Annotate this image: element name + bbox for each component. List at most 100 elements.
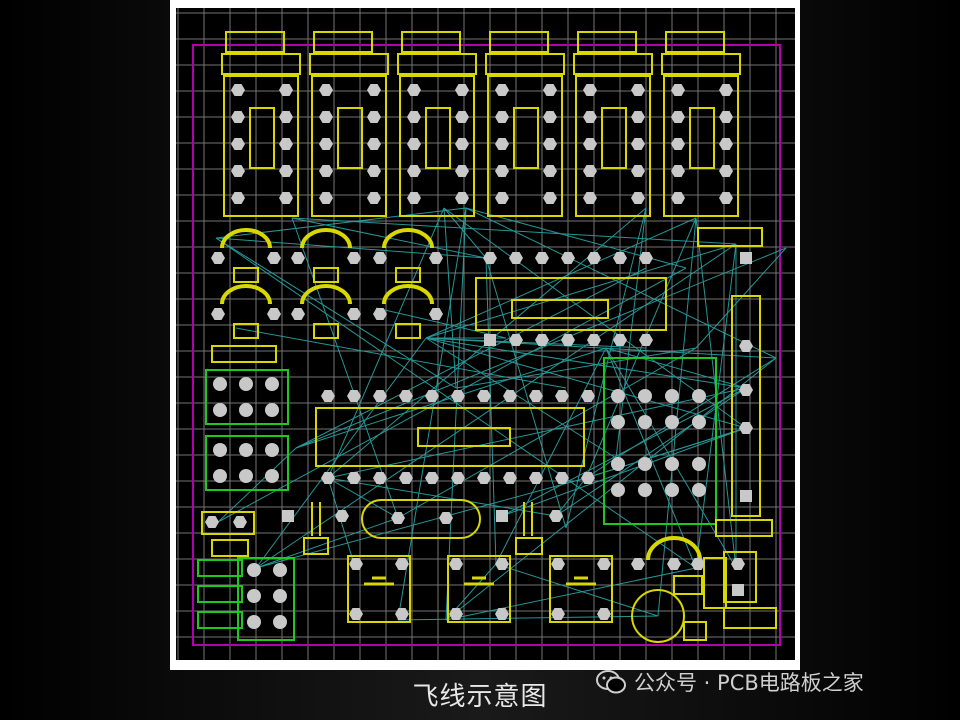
pad: [719, 138, 733, 150]
pad: [719, 192, 733, 204]
connector-header: [225, 31, 285, 53]
crystal-outline: [361, 499, 481, 539]
pad: [477, 472, 491, 484]
led-body: [313, 267, 339, 283]
pad-layer: [205, 84, 753, 629]
pad: [279, 138, 293, 150]
pad: [719, 111, 733, 123]
terminal-pad: [611, 389, 625, 403]
pad: [319, 165, 333, 177]
pad: [631, 138, 645, 150]
pad: [407, 138, 421, 150]
ratsnest-line: [235, 327, 567, 389]
pad: [555, 390, 569, 402]
pad: [455, 84, 469, 96]
terminal-pad: [611, 457, 625, 471]
pad: [719, 84, 733, 96]
led-body: [395, 267, 421, 283]
ic-outline: [475, 277, 667, 331]
ratsnest-line: [295, 247, 787, 449]
square-pad: [732, 584, 744, 596]
header-cap: [697, 227, 763, 247]
pad: [503, 472, 517, 484]
pad: [477, 390, 491, 402]
pad: [691, 558, 705, 570]
terminal-block: [205, 435, 289, 491]
pad: [631, 111, 645, 123]
ratsnest-line: [397, 615, 659, 621]
pad: [425, 472, 439, 484]
led-outline: [220, 284, 272, 305]
pad: [529, 472, 543, 484]
pad: [407, 165, 421, 177]
pad: [279, 192, 293, 204]
pad: [211, 252, 225, 264]
connector-body: [397, 53, 477, 75]
connector-header: [577, 31, 637, 53]
pcb-ratsnest-diagram: [176, 8, 795, 660]
terminal-pad: [638, 415, 652, 429]
terminal-pad: [692, 415, 706, 429]
pad: [373, 472, 387, 484]
pad: [639, 334, 653, 346]
pad: [399, 472, 413, 484]
pad: [671, 84, 685, 96]
ratsnest-line: [425, 337, 747, 389]
pad: [319, 192, 333, 204]
button-symbol: [364, 576, 394, 586]
terminal-block-large: [603, 357, 717, 525]
ratsnest-line: [615, 357, 777, 459]
pad: [349, 558, 363, 570]
pad: [543, 84, 557, 96]
pad: [205, 516, 219, 528]
pad: [279, 84, 293, 96]
pad: [535, 334, 549, 346]
pad: [367, 111, 381, 123]
pad: [583, 111, 597, 123]
silkscreen-layer: [197, 31, 777, 643]
ratsnest-line: [327, 387, 747, 479]
ratsnest-line: [291, 217, 399, 519]
pad: [587, 252, 601, 264]
pad: [335, 510, 349, 522]
watermark: 公众号 · PCB电路板之家: [596, 667, 864, 697]
pad: [561, 334, 575, 346]
terminal-tab: [197, 611, 243, 629]
terminal-pad: [247, 615, 261, 629]
pad: [455, 138, 469, 150]
connector-body: [485, 53, 565, 75]
pad: [555, 472, 569, 484]
pad: [367, 138, 381, 150]
terminal-block: [237, 557, 295, 641]
terminal-pad: [239, 403, 253, 417]
pad: [429, 252, 443, 264]
pad: [587, 334, 601, 346]
pad: [543, 111, 557, 123]
pad: [731, 558, 745, 570]
ratsnest-line: [327, 477, 557, 517]
relay-outline: [223, 75, 299, 217]
board-outline: [192, 44, 781, 646]
pad: [349, 608, 363, 620]
terminal-pad: [213, 443, 227, 457]
pad: [597, 558, 611, 570]
terminal-pad: [213, 469, 227, 483]
terminal-pad: [638, 389, 652, 403]
watermark-text: 公众号 · PCB电路板之家: [634, 671, 864, 695]
ratsnest-line: [445, 207, 467, 621]
terminal-pad: [638, 483, 652, 497]
pad: [233, 516, 247, 528]
led-outline: [220, 228, 272, 249]
led-outline: [300, 284, 352, 305]
wechat-icon: [596, 670, 626, 694]
ratsnest-line: [425, 337, 747, 429]
pad: [321, 472, 335, 484]
pad: [321, 390, 335, 402]
terminal-pad: [665, 389, 679, 403]
led-body: [395, 323, 421, 339]
figure-caption: 飞线示意图: [412, 682, 548, 712]
terminal-pad: [265, 377, 279, 391]
ratsnest-line: [485, 257, 497, 565]
pad: [561, 252, 575, 264]
terminal-tab: [197, 559, 243, 577]
